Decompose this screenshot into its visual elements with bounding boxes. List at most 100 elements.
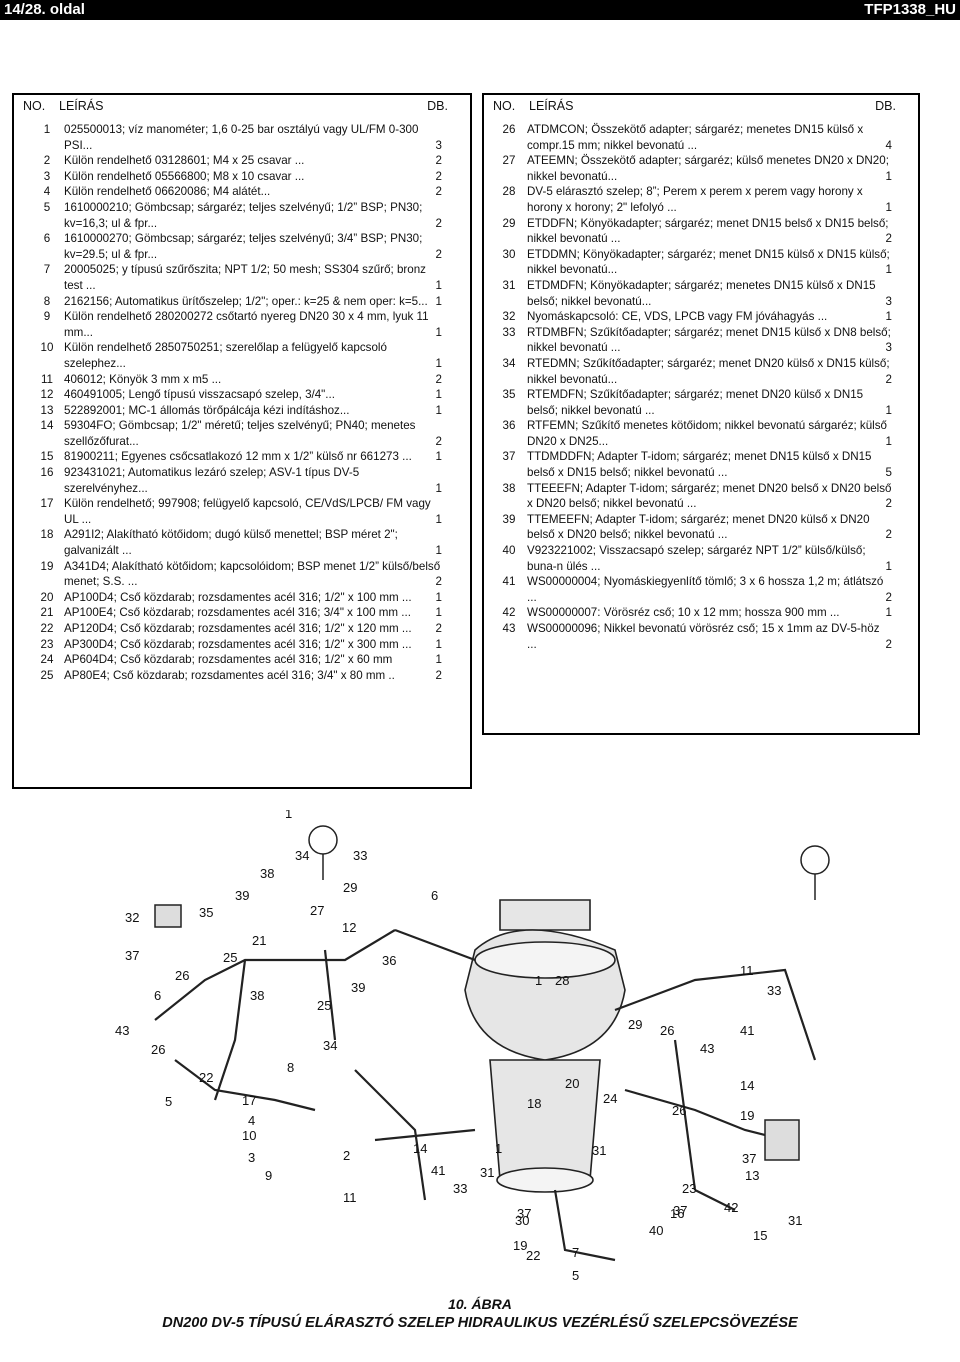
pressure-switch-icon xyxy=(154,904,800,1161)
part-quantity: 2 xyxy=(435,622,442,635)
part-quantity: 1 xyxy=(435,512,442,526)
header-quantity: DB. xyxy=(875,99,896,113)
pressure-gauge-icon xyxy=(308,825,830,900)
callout-number: 23 xyxy=(682,1181,696,1196)
part-description: Külön rendelhető 06620086; M4 alátét... xyxy=(64,185,271,199)
part-description: 460491005; Lengő típusú visszacsapó szel… xyxy=(64,388,335,402)
part-number: 12 xyxy=(40,388,54,402)
part-number: 26 xyxy=(502,123,516,136)
callout-number: 43 xyxy=(700,1041,714,1056)
parts-list-row: 4 Külön rendelhető 06620086; M4 alátét...… xyxy=(14,184,470,200)
part-number: 2 xyxy=(43,154,51,168)
part-quantity: 1 xyxy=(885,434,892,448)
part-description: A291I2; Alakítható kötőidom; dugó külső … xyxy=(64,528,398,558)
part-number: 17 xyxy=(40,497,54,511)
part-description: 81900211; Egyenes csőcsatlakozó 12 mm x … xyxy=(64,450,412,464)
part-quantity: 3 xyxy=(435,138,442,152)
callout-number: 34 xyxy=(295,848,309,863)
part-number: 11 xyxy=(40,372,54,386)
callout-number: 4 xyxy=(248,1113,255,1128)
callout-number: 9 xyxy=(265,1168,272,1183)
callout-number: 37 xyxy=(742,1151,756,1166)
part-number: 13 xyxy=(40,403,54,417)
callout-number: 29 xyxy=(628,1017,642,1032)
part-number: 1 xyxy=(43,123,51,136)
part-description: Külön rendelhető 280200272 csőtartó nyer… xyxy=(64,310,429,339)
callout-number: 14 xyxy=(413,1141,427,1156)
callout-number: 30 xyxy=(515,1213,529,1228)
parts-list-row: 15 81900211; Egyenes csőcsatlakozó 12 mm … xyxy=(14,449,470,465)
part-description: AP300D4; Cső közdarab; rozsdamentes acél… xyxy=(64,637,412,651)
part-number: 19 xyxy=(40,559,54,573)
part-description: ATEEMN; Összekötő adapter; sárgaréz; kül… xyxy=(527,154,889,183)
callout-number: 40 xyxy=(649,1223,663,1238)
part-number: 27 xyxy=(502,154,516,168)
part-number: 32 xyxy=(502,310,516,324)
part-quantity: 1 xyxy=(885,200,892,214)
part-quantity: 3 xyxy=(885,341,892,355)
part-quantity: 2 xyxy=(885,497,892,511)
callout-number: 6 xyxy=(154,988,161,1003)
callout-number: 31 xyxy=(592,1143,606,1158)
part-number: 20 xyxy=(40,590,54,604)
part-number: 4 xyxy=(43,185,51,199)
parts-list-header: NO. LEÍRÁS DB. xyxy=(14,99,470,117)
part-number: 22 xyxy=(40,622,54,635)
part-quantity: 1 xyxy=(435,544,442,558)
part-number: 29 xyxy=(502,216,516,230)
part-quantity: 2 xyxy=(435,575,442,589)
callout-number: 19 xyxy=(513,1238,527,1253)
callout-number: 7 xyxy=(572,1245,579,1260)
callout-number: 33 xyxy=(353,848,367,863)
callout-number: 19 xyxy=(740,1108,754,1123)
part-number: 33 xyxy=(502,325,516,339)
parts-list-row: 1 025500013; víz manométer; 1,6 0-25 bar … xyxy=(14,122,470,153)
part-quantity: 1 xyxy=(885,263,892,277)
callout-number: 26 xyxy=(151,1042,165,1057)
part-quantity: 1 xyxy=(435,278,442,292)
callout-number: 26 xyxy=(175,968,189,983)
callout-number: 5 xyxy=(165,1094,172,1109)
callout-number: 39 xyxy=(351,980,365,995)
part-number: 24 xyxy=(40,653,54,667)
part-number: 34 xyxy=(502,356,516,370)
part-quantity: 1 xyxy=(885,310,892,324)
part-quantity: 1 xyxy=(435,450,442,464)
part-description: Külön rendelhető 05566800; M8 x 10 csava… xyxy=(64,169,305,183)
part-description: 025500013; víz manométer; 1,6 0-25 bar o… xyxy=(64,123,419,152)
part-description: ETDMDFN; Könyökadapter; sárgaréz; menete… xyxy=(527,278,876,308)
callout-number: 26 xyxy=(672,1103,686,1118)
part-quantity: 1 xyxy=(885,403,892,417)
part-number: 25 xyxy=(40,668,54,682)
part-description: Külön rendelhető 2850750251; szerelőlap … xyxy=(64,341,387,370)
part-description: 20005025; y típusú szűrőszita; NPT 1/2; … xyxy=(64,263,426,292)
callout-number: 38 xyxy=(250,988,264,1003)
part-quantity: 2 xyxy=(885,637,892,651)
parts-list-row: 33 RTDMBFN; Szűkítőadapter; sárgaréz; men… xyxy=(484,325,918,356)
part-description: RTDMBFN; Szűkítőadapter; sárgaréz; menet… xyxy=(527,325,891,355)
header-description: LEÍRÁS xyxy=(529,99,574,113)
callout-number: 17 xyxy=(242,1093,256,1108)
part-number: 14 xyxy=(40,419,54,433)
part-number: 15 xyxy=(40,450,54,464)
part-description: RTEDMN; Szűkítőadapter; sárgaréz; menet … xyxy=(527,356,890,386)
part-quantity: 1 xyxy=(435,356,442,370)
part-quantity: 2 xyxy=(885,528,892,542)
part-number: 21 xyxy=(40,606,54,620)
